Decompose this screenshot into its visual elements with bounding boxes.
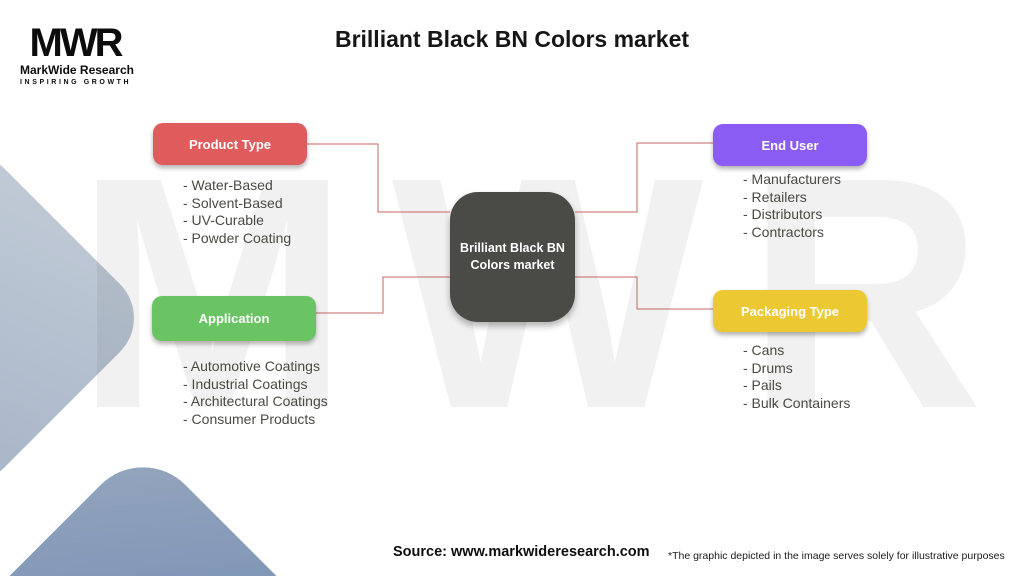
branch-box-end-user: End User bbox=[713, 124, 867, 166]
list-item: - Retailers bbox=[743, 188, 807, 205]
list-item: - Distributors bbox=[743, 206, 823, 222]
branch-list-application: - Automotive Coatings - Industrial Coati… bbox=[183, 358, 328, 428]
list-item: - Bulk Containers bbox=[743, 394, 851, 411]
list-item: - Water-Based bbox=[183, 177, 273, 193]
center-node-line1: Brilliant Black BN bbox=[460, 241, 565, 255]
connector-end-user bbox=[575, 142, 713, 213]
branch-box-packaging-type: Packaging Type bbox=[713, 290, 867, 332]
logo-name: MarkWide Research bbox=[20, 63, 134, 77]
branch-label: Packaging Type bbox=[740, 303, 839, 319]
page-title: Brilliant Black BN Colors market bbox=[334, 26, 690, 52]
list-item: - Automotive Coatings bbox=[183, 358, 320, 374]
branch-box-application: Application bbox=[152, 296, 316, 341]
branch-label: End User bbox=[761, 137, 819, 153]
branch-box-product-type: Product Type bbox=[153, 123, 307, 165]
markwide-logo: MWR MarkWide Research INSPIRING GROWTH bbox=[20, 21, 134, 86]
logo-tagline: INSPIRING GROWTH bbox=[20, 79, 132, 86]
list-item: - Cans bbox=[743, 342, 785, 358]
logo-mark-icon: MWR bbox=[29, 21, 124, 65]
disclaimer-text: *The graphic depicted in the image serve… bbox=[668, 550, 1005, 562]
connector-product-type bbox=[307, 143, 450, 213]
list-item: - UV-Curable bbox=[183, 212, 264, 228]
branch-label: Product Type bbox=[188, 136, 272, 152]
center-node: Brilliant Black BN Colors market bbox=[450, 192, 575, 322]
list-item: - Contractors bbox=[743, 223, 824, 240]
list-item: - Drums bbox=[743, 359, 793, 376]
branch-list-product-type: - Water-Based - Solvent-Based - UV-Curab… bbox=[183, 177, 291, 247]
connector-application bbox=[316, 276, 450, 314]
connector-packaging-type bbox=[575, 276, 713, 310]
list-item: - Architectural Coatings bbox=[183, 393, 328, 409]
list-item: - Consumer Products bbox=[183, 410, 316, 427]
list-item: - Pails bbox=[743, 377, 782, 393]
branch-label: Application bbox=[198, 311, 270, 326]
list-item: - Powder Coating bbox=[183, 229, 292, 246]
source-text: Source: www.markwideresearch.com bbox=[393, 544, 650, 560]
center-node-line2: Colors market bbox=[470, 258, 555, 272]
list-item: - Industrial Coatings bbox=[183, 375, 308, 392]
list-item: - Solvent-Based bbox=[183, 194, 283, 211]
list-item: - Manufacturers bbox=[743, 171, 842, 187]
branch-list-end-user: - Manufacturers - Retailers - Distributo… bbox=[743, 171, 841, 241]
branch-list-packaging-type: - Cans - Drums - Pails - Bulk Containers bbox=[743, 342, 850, 412]
